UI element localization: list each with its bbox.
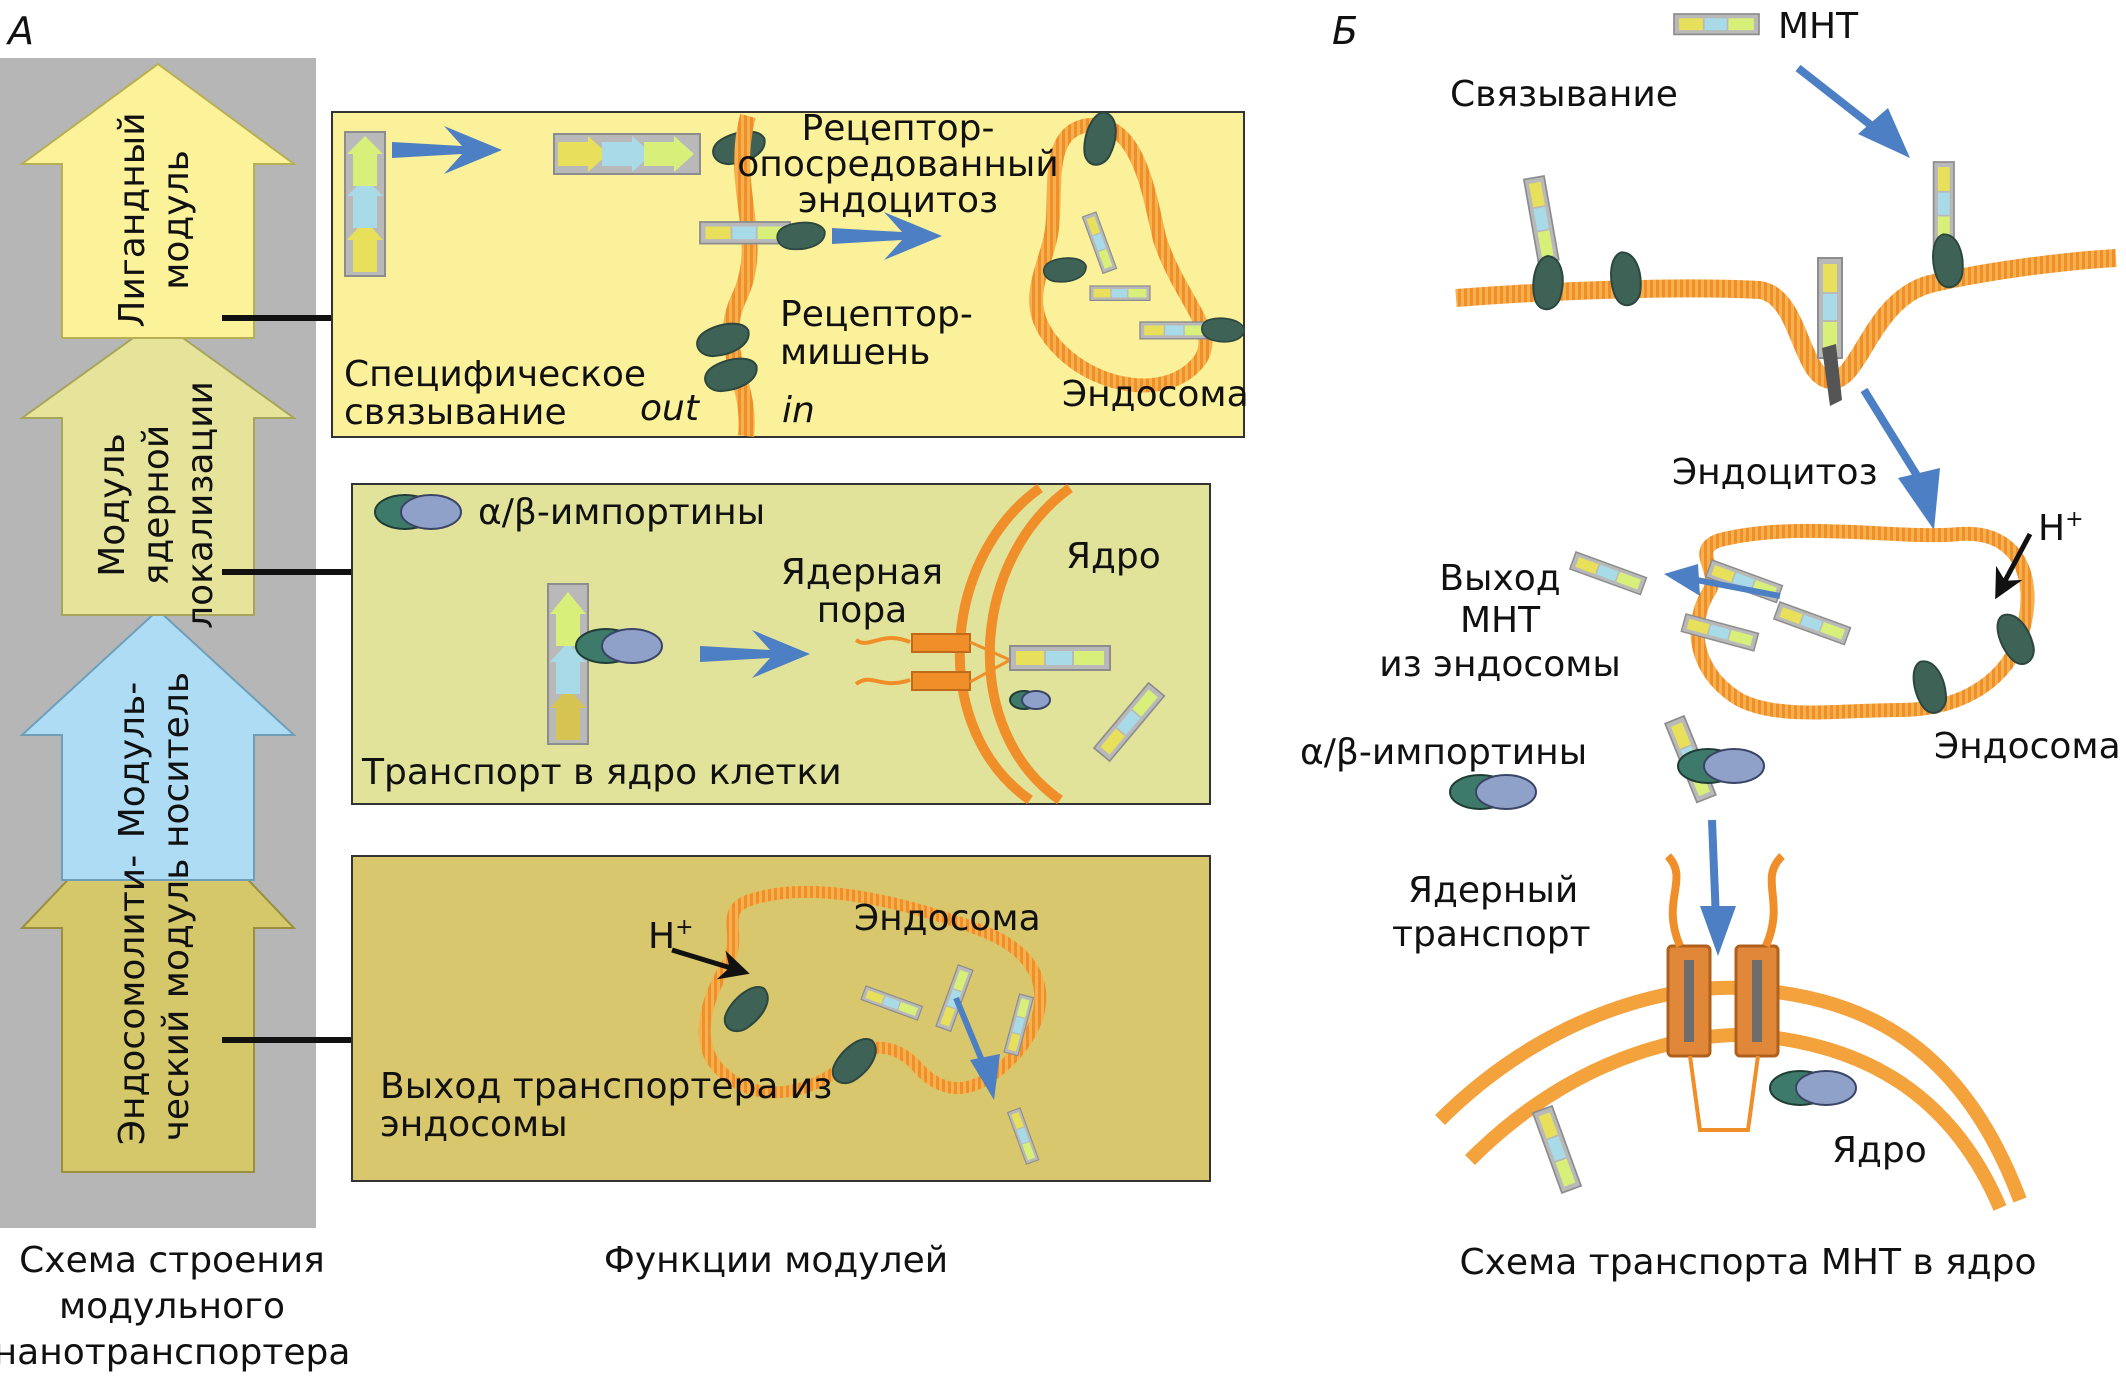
- mnt: [1523, 175, 1560, 265]
- label-exit-1: Выход транспортера из: [380, 1066, 832, 1107]
- mnt: [699, 221, 791, 245]
- caption-left-3: нанотранспортера: [0, 1332, 350, 1373]
- importins-icon: [1769, 1070, 1857, 1106]
- svg-text:локализации: локализации: [180, 381, 221, 629]
- label-exit-b-2: МНТ: [1460, 600, 1541, 641]
- label-endosome-1: Эндосома: [1062, 374, 1249, 415]
- importins-icon: [575, 628, 663, 664]
- label-specific-binding-2: связывание: [344, 392, 567, 433]
- endosomolytic-module-arrow: [19, 783, 297, 1173]
- caption-mid: Функции модулей: [604, 1240, 948, 1281]
- label-endocytosis: Эндоцитоз: [1672, 452, 1878, 493]
- svg-text:модуль: модуль: [156, 150, 197, 290]
- label-rme-3: эндоцитоз: [798, 180, 998, 221]
- mnt-legend: [1673, 13, 1760, 36]
- svg-text:ческий модуль: ческий модуль: [156, 859, 197, 1142]
- label-endosome-b: Эндосома: [1934, 726, 2121, 767]
- label-rme-1: Рецептор-: [802, 108, 995, 149]
- caption-b: Схема транспорта МНТ в ядро: [1459, 1242, 2036, 1283]
- svg-text:Лигандный: Лигандный: [112, 112, 153, 327]
- box-nuclear-transport: α/β-импортины Ядерная пора Ядро Транспор…: [351, 483, 1211, 805]
- endosome: [1690, 523, 2035, 720]
- endosome: [1029, 117, 1213, 393]
- label-rme-2: опосредованный: [737, 144, 1058, 185]
- mnt-vertical-2: [547, 583, 589, 745]
- blue-arrow: [1700, 906, 1736, 956]
- importins-icon: [1677, 748, 1765, 784]
- label-receptor-target-2: мишень: [780, 332, 930, 373]
- mnt: [1009, 645, 1111, 671]
- label-receptor-target-1: Рецептор-: [780, 294, 973, 335]
- panel-b-letter: Б: [1332, 9, 1358, 53]
- label-transport: Транспорт в ядро клетки: [361, 752, 842, 793]
- receptor: [1532, 255, 1564, 311]
- label-nuclear-transport-2: транспорт: [1392, 914, 1591, 955]
- label-nuclear-transport-1: Ядерный: [1408, 870, 1578, 911]
- mnt: [1139, 321, 1211, 340]
- label-nucleus: Ядро: [1066, 536, 1161, 577]
- mnt-horizontal: [553, 133, 701, 175]
- box-endosome-exit: H+ Эндосома Выход транспортера из эндосо…: [351, 855, 1211, 1182]
- nuclear-pore: [911, 633, 971, 653]
- label-hplus: H+: [648, 915, 694, 957]
- nuclear-envelope: [1435, 980, 2027, 1203]
- svg-text:Эндосомолити-: Эндосомолити-: [112, 855, 153, 1145]
- svg-text:Модуль: Модуль: [92, 433, 133, 577]
- receptor: [1605, 248, 1646, 309]
- svg-text:Модуль-: Модуль-: [112, 682, 153, 839]
- blue-arrow: [1664, 564, 1700, 596]
- box-specific-binding: Специфическое связывание out in Рецептор…: [331, 108, 1249, 438]
- label-hplus-b: H+: [2038, 507, 2084, 549]
- label-importins: α/β-импортины: [478, 492, 765, 533]
- label-in: in: [782, 390, 815, 431]
- blue-arrow: [970, 1054, 1000, 1100]
- blue-arrow: [1858, 108, 1910, 158]
- proton-arrow: [671, 947, 750, 980]
- mnt: [1817, 257, 1843, 359]
- caption-left-2: модульного: [59, 1286, 285, 1327]
- mnt: [1089, 285, 1151, 301]
- importins-icon: [1449, 774, 1537, 810]
- proton-arrow: [1995, 532, 2033, 600]
- nuclear-pore: [911, 671, 971, 691]
- receptor: [1201, 317, 1246, 343]
- label-nucleus-b: Ядро: [1832, 1130, 1927, 1171]
- endosomolytic-module-label: Эндосомолити- ческий модуль: [112, 855, 197, 1145]
- svg-text:ядерной: ядерной: [136, 425, 177, 586]
- blue-arrow: [1898, 468, 1940, 530]
- label-mnt: МНТ: [1778, 6, 1859, 47]
- caption-left-1: Схема строения: [19, 1240, 325, 1281]
- label-specific-binding-1: Специфическое: [344, 354, 646, 395]
- label-endosome-2: Эндосома: [854, 898, 1041, 939]
- mnt-vertical: [344, 131, 386, 277]
- nls-module-arrow: [18, 318, 298, 616]
- label-exit-2: эндосомы: [380, 1104, 568, 1145]
- module-stack: [18, 62, 298, 1173]
- mnt: [1531, 1105, 1582, 1194]
- importins-icon: [374, 494, 462, 530]
- ligand-module-arrow: [18, 62, 298, 339]
- carrier-module-arrow: [19, 608, 297, 881]
- nuclear-envelope: [984, 483, 1073, 805]
- mnt: [1569, 551, 1648, 596]
- importins-icon: [1009, 690, 1051, 710]
- label-nuclear-pore-2: пора: [817, 590, 907, 631]
- label-nuclear-pore-1: Ядерная: [781, 552, 943, 593]
- label-binding: Связывание: [1450, 74, 1678, 115]
- carrier-module-label: Модуль- носитель: [112, 672, 197, 848]
- nls-module-label: Модуль ядерной локализации: [92, 381, 221, 629]
- label-exit-b-3: из эндосомы: [1379, 644, 1621, 685]
- panel-a-letter: А: [5, 9, 34, 53]
- label-out: out: [640, 388, 701, 429]
- label-exit-b-1: Выход: [1439, 558, 1560, 599]
- svg-text:носитель: носитель: [156, 672, 197, 848]
- ligand-module-label: Лигандный модуль: [112, 112, 197, 327]
- label-importins-b: α/β-импортины: [1300, 732, 1587, 773]
